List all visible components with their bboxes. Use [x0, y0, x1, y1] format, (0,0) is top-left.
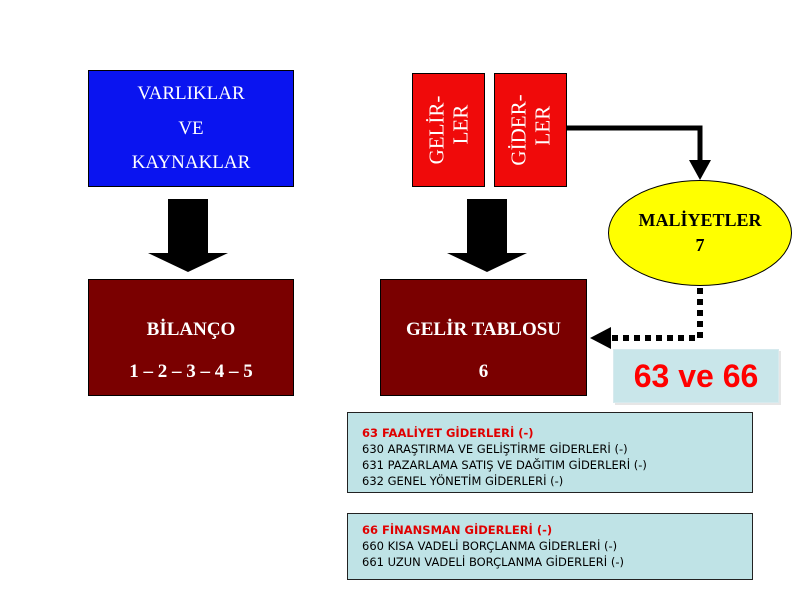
varliklar-line-1: VARLIKLAR — [137, 83, 245, 105]
gelir-tablosu-box: GELİR TABLOSU 6 — [380, 279, 587, 396]
giderler-box: GİDER- LER — [494, 73, 567, 187]
maliyetler-ellipse: MALİYETLER 7 — [608, 180, 792, 286]
gelir-tablosu-code: 6 — [478, 360, 489, 382]
gelirler-line-1: GELİR- — [424, 95, 449, 165]
giderler-line-2: LER — [530, 105, 555, 146]
gelirler-line-2: LER — [448, 104, 473, 145]
bilanco-codes: 1 – 2 – 3 – 4 – 5 — [129, 360, 253, 382]
list-item: 631 PAZARLAMA SATIŞ VE DAĞITIM GİDERLERİ… — [362, 458, 647, 472]
finansman-giderleri-heading: 66 FİNANSMAN GİDERLERİ (-) — [362, 523, 553, 537]
maliyetler-title: MALİYETLER — [638, 210, 762, 230]
varliklar-line-3: KAYNAKLAR — [131, 151, 251, 173]
arrowhead-gelir-tablosu — [590, 327, 611, 349]
giderler-line-1: GİDER- — [506, 94, 531, 166]
varliklar-line-2: VE — [178, 117, 204, 139]
bilanco-title: BİLANÇO — [146, 318, 236, 340]
gelirler-box: GELİR- LER — [412, 73, 485, 187]
maliyetler-code: 7 — [695, 235, 705, 255]
finansman-giderleri-box: 66 FİNANSMAN GİDERLERİ (-) 660 KISA VADE… — [347, 513, 753, 580]
arrow-varliklar-to-bilanco — [148, 199, 228, 272]
dotted-arrow-maliyetler-to-tablosu — [610, 288, 703, 341]
list-item: 660 KISA VADELİ BORÇLANMA GİDERLERİ (-) — [362, 539, 618, 553]
account-codes-text: 63 ve 66 — [633, 357, 759, 394]
list-item: 630 ARAŞTIRMA VE GELİŞTİRME GİDERLERİ (-… — [362, 442, 628, 456]
bilanco-box: BİLANÇO 1 – 2 – 3 – 4 – 5 — [88, 279, 294, 396]
varliklar-ve-kaynaklar-box: VARLIKLAR VE KAYNAKLAR — [88, 70, 294, 187]
gelir-tablosu-title: GELİR TABLOSU — [405, 318, 562, 340]
arrowhead-maliyetler — [689, 160, 711, 180]
list-item: 661 UZUN VADELİ BORÇLANMA GİDERLERİ (-) — [362, 555, 624, 569]
arrow-gelir-to-tablosu — [447, 199, 527, 272]
account-codes-callout: 63 ve 66 — [613, 349, 779, 403]
list-item: 632 GENEL YÖNETİM GİDERLERİ (-) — [362, 474, 564, 488]
faaliyet-giderleri-heading: 63 FAALİYET GİDERLERİ (-) — [362, 426, 534, 440]
faaliyet-giderleri-box: 63 FAALİYET GİDERLERİ (-) 630 ARAŞTIRMA … — [347, 412, 753, 493]
arrow-giderler-to-maliyetler — [567, 125, 703, 165]
